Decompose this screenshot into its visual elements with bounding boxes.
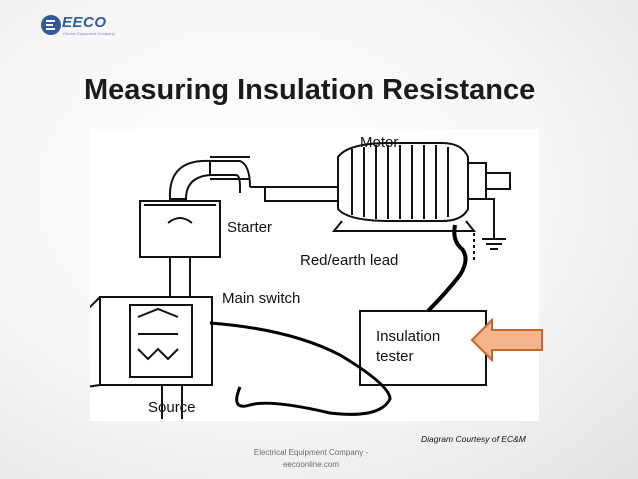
arrow-shape xyxy=(470,318,543,362)
label-red-earth-lead: Red/earth lead xyxy=(300,252,398,269)
footer-line2: eecoonline.com xyxy=(282,460,340,469)
eeco-logo xyxy=(41,15,61,35)
ground-symbol xyxy=(474,198,506,250)
label-starter: Starter xyxy=(227,219,272,236)
label-main-switch: Main switch xyxy=(222,290,300,307)
motor-coupling xyxy=(210,156,250,180)
motor-shaft xyxy=(485,172,511,190)
insulation-diagram: Motor Starter Red/earth lead Main switch… xyxy=(90,129,539,421)
pointer-arrow-icon xyxy=(470,318,543,362)
logo-tagline: Electric Equipment Company xyxy=(63,31,115,36)
motor-conduit xyxy=(264,186,338,202)
footer: Electrical Equipment Company - eecoonlin… xyxy=(226,447,396,471)
flex-elbow xyxy=(168,159,211,200)
footer-line1: Electrical Equipment Company - xyxy=(253,448,369,457)
diagram-credit: Diagram Courtesy of EC&M xyxy=(421,434,526,444)
main-switch-box xyxy=(99,296,213,386)
motor-fins xyxy=(351,145,449,219)
slide-title: Measuring Insulation Resistance xyxy=(84,74,536,106)
red-earth-lead xyxy=(426,224,468,313)
tester-lead xyxy=(209,321,392,416)
starter-box xyxy=(139,200,221,258)
logo-text: EECO xyxy=(62,14,107,31)
label-tester-line1: Insulation xyxy=(376,328,440,345)
motor-feet xyxy=(331,220,477,232)
label-source: Source xyxy=(148,399,196,416)
label-tester-line2: tester xyxy=(376,348,414,365)
motor-body xyxy=(337,142,469,222)
label-motor: Motor xyxy=(360,134,398,151)
